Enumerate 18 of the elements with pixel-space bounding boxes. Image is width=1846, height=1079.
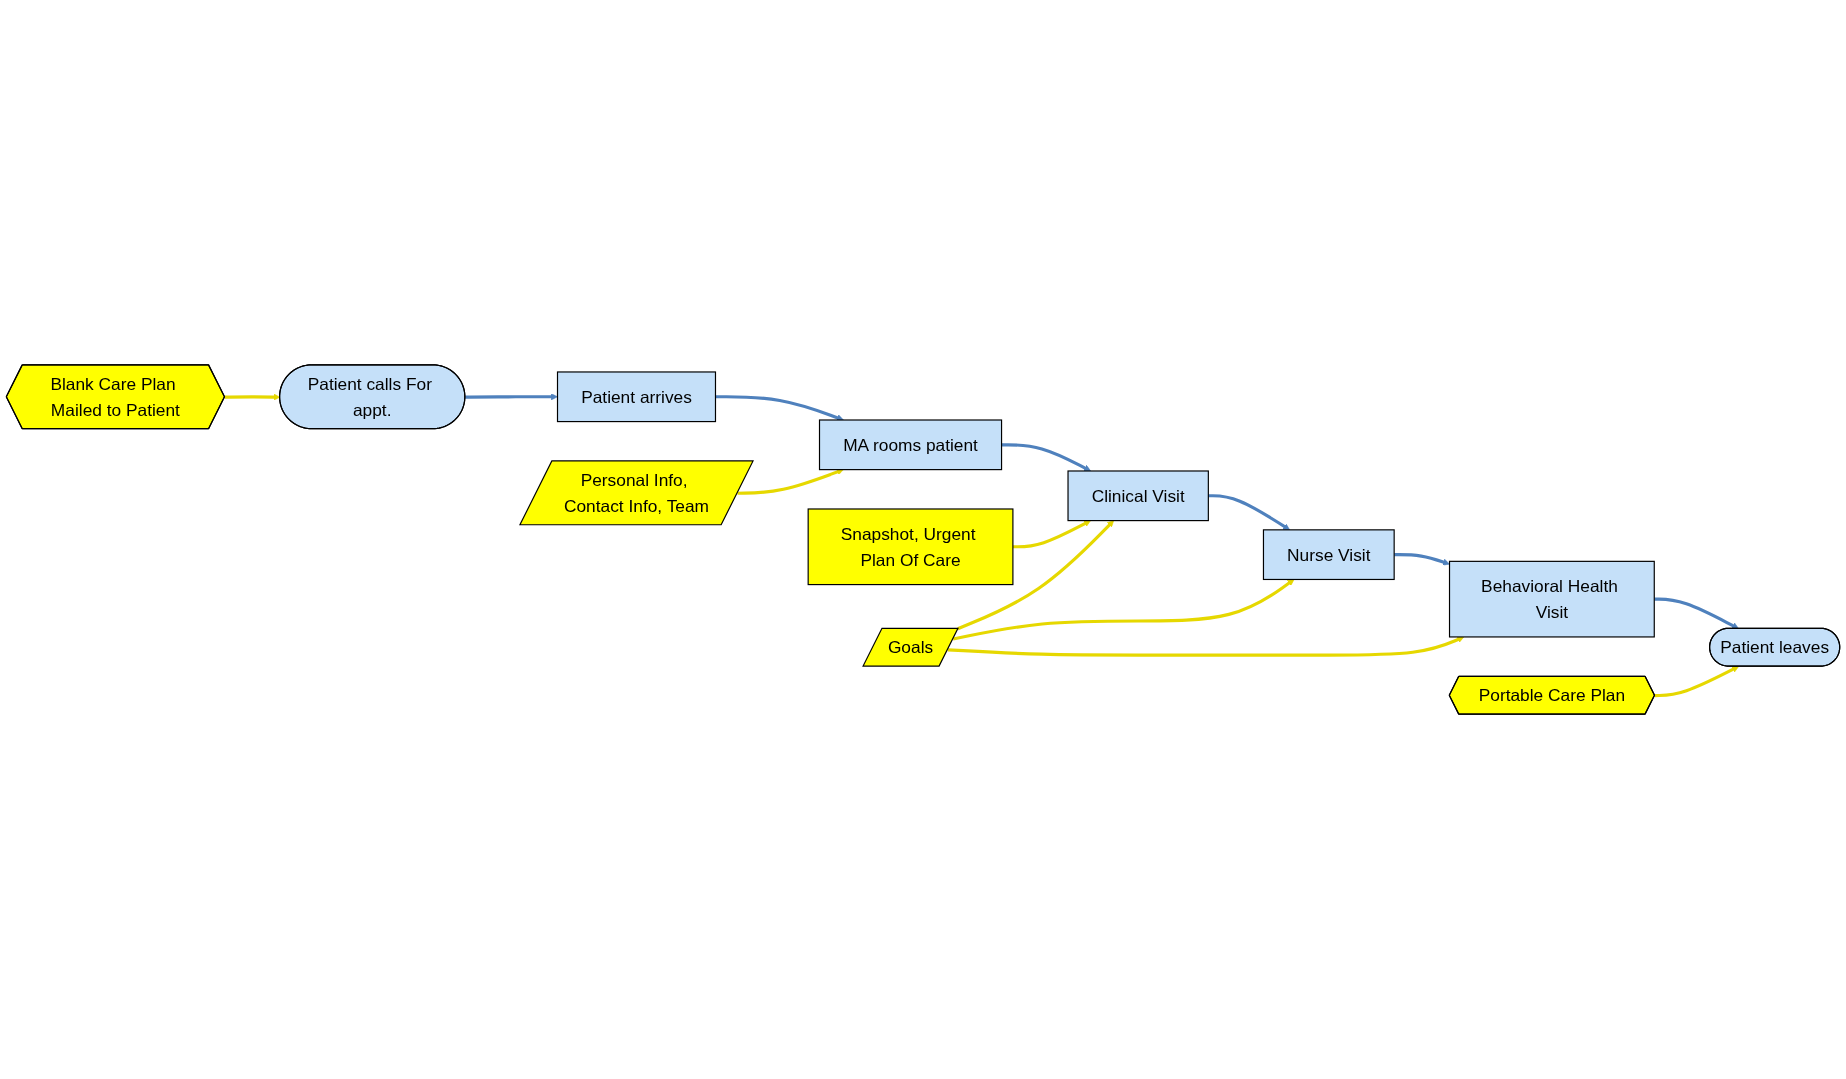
arrow bbox=[1654, 597, 1739, 629]
node-box: Behavioral Health Visit bbox=[1448, 560, 1655, 638]
arrow bbox=[1208, 494, 1290, 531]
arrow bbox=[1394, 553, 1450, 566]
arrow bbox=[957, 520, 1114, 631]
arrow bbox=[737, 468, 844, 495]
node-box: Patient arrives bbox=[556, 371, 717, 423]
arrow bbox=[1012, 520, 1091, 549]
node-box: Clinical Visit bbox=[1067, 470, 1209, 522]
node-box: MA rooms patient bbox=[818, 419, 1003, 471]
arrow bbox=[465, 393, 558, 401]
arrow bbox=[1001, 443, 1091, 472]
node-box: Snapshot, Urgent Plan Of Care bbox=[807, 508, 1014, 586]
node-box: Nurse Visit bbox=[1262, 529, 1395, 581]
arrow bbox=[1654, 666, 1739, 698]
arrow bbox=[715, 395, 844, 422]
arrow bbox=[947, 636, 1465, 657]
arrow bbox=[952, 579, 1295, 641]
